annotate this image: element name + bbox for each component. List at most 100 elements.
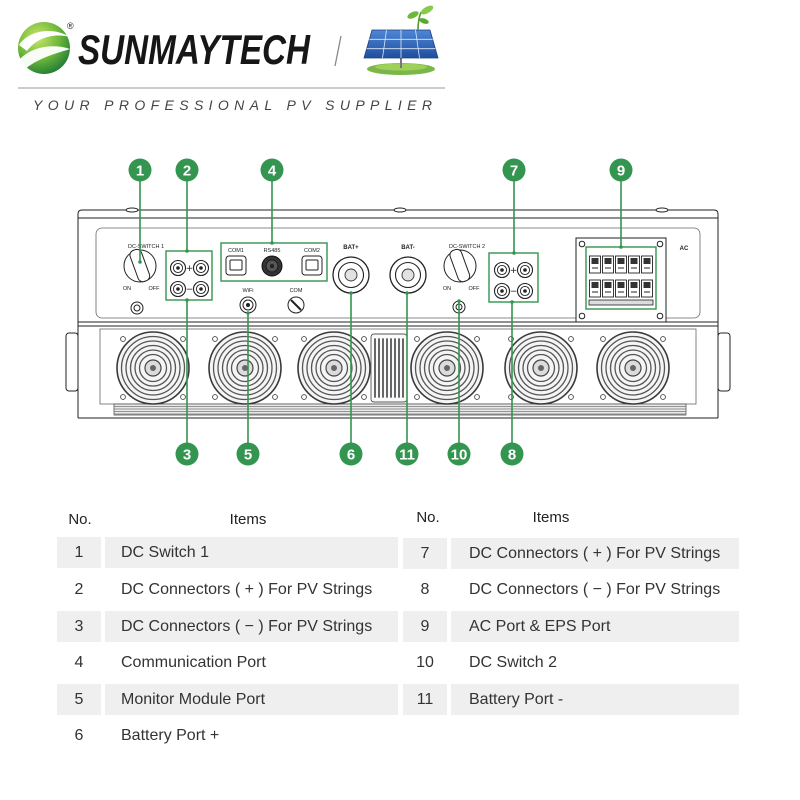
table-row: 8 DC Connectors ( − ) For PV Strings <box>403 574 739 605</box>
row-item: Battery Port + <box>121 727 220 744</box>
cooling-fan-icon <box>116 331 190 405</box>
vent-plug-left <box>130 301 144 315</box>
separator-slash <box>334 35 342 67</box>
row-item: DC Connectors ( − ) For PV Strings <box>469 581 721 598</box>
callout-number: 11 <box>399 447 415 464</box>
table-row: 4 Communication Port <box>57 647 398 678</box>
cooling-fan-icon <box>596 331 670 405</box>
row-number: 8 <box>420 581 430 598</box>
table-row: 10 DC Switch 2 <box>403 647 739 678</box>
registered-mark: ® <box>67 21 74 31</box>
inverter-body <box>65 207 731 419</box>
dc-switch-1: DC-SWITCH 1 ON OFF <box>123 244 164 292</box>
row-number: 6 <box>74 727 84 744</box>
row-number: 1 <box>57 537 101 568</box>
callout-9: 9 <box>609 158 633 249</box>
brand-name: SUNMAYTECH <box>78 26 311 73</box>
row-number: 7 <box>403 538 447 569</box>
callout-number: 4 <box>268 163 277 180</box>
cooling-fan-icon <box>410 331 484 405</box>
bat-plus-label: BAT+ <box>343 245 359 251</box>
communication-ports: COM1 RS485 COM2 <box>220 242 328 282</box>
row-item: Battery Port - <box>451 684 739 715</box>
pv-positive-symbol: + <box>186 264 194 274</box>
row-number: 3 <box>57 611 101 642</box>
row-item: DC Connectors ( − ) For PV Strings <box>105 611 398 642</box>
row-item: Communication Port <box>121 654 266 671</box>
cooling-fan-icon <box>504 331 578 405</box>
com2-label: COM2 <box>304 248 320 254</box>
callout-number: 10 <box>451 447 468 464</box>
com-label: COM <box>290 288 303 294</box>
row-item: AC Port & EPS Port <box>451 611 739 642</box>
row-item: Monitor Module Port <box>105 684 398 715</box>
battery-port-positive: BAT+ <box>332 245 370 294</box>
brand-tagline: YOUR PROFESSIONAL PV SUPPLIER <box>33 97 432 113</box>
side-flange-left <box>65 332 79 392</box>
dc-switch-1-on-label: ON <box>123 286 131 292</box>
side-flange-right <box>717 332 731 392</box>
callout-number: 5 <box>244 447 252 464</box>
callout-number: 9 <box>617 163 625 180</box>
pv-negative-symbol: − <box>510 287 518 297</box>
row-number: 9 <box>403 611 447 642</box>
row-number: 4 <box>74 654 84 671</box>
pv-connectors-left: + − <box>165 250 213 301</box>
row-item: DC Switch 1 <box>105 537 398 568</box>
battery-port-negative: BAT- <box>389 245 427 294</box>
callout-8: 8 <box>500 300 524 466</box>
green-sphere-logo-icon <box>18 22 70 74</box>
callout-number: 6 <box>347 447 355 464</box>
callout-4: 4 <box>260 158 284 245</box>
bat-minus-label: BAT- <box>401 245 415 251</box>
table-row: 5 Monitor Module Port <box>57 684 398 715</box>
row-number: 2 <box>74 581 84 598</box>
dc-switch-1-label: DC-SWITCH 1 <box>128 244 164 250</box>
solar-panel-icon <box>363 5 439 75</box>
callout-10: 10 <box>447 299 471 466</box>
row-number: 11 <box>403 684 447 715</box>
wifi-port: WiFi <box>239 288 257 314</box>
dc-switch-2-label: DC-SWITCH 2 <box>449 244 485 250</box>
callout-number: 7 <box>510 163 518 180</box>
table-row: 3 DC Connectors ( − ) For PV Strings <box>57 611 398 642</box>
pv-negative-symbol: − <box>186 285 194 295</box>
callout-number: 8 <box>508 447 516 464</box>
ac-eps-port: AC <box>575 237 689 323</box>
com-port: COM <box>287 288 305 314</box>
table-header-no: No. <box>416 509 440 526</box>
pv-positive-symbol: + <box>510 266 518 276</box>
row-number: 5 <box>57 684 101 715</box>
callout-number: 1 <box>136 163 144 180</box>
cooling-fan-icon <box>297 331 371 405</box>
rs485-label: RS485 <box>264 248 281 254</box>
dc-switch-1-off-label: OFF <box>149 286 161 292</box>
callout-number: 2 <box>183 163 191 180</box>
fan-section <box>116 331 670 405</box>
table-row: 9 AC Port & EPS Port <box>403 611 739 642</box>
product-diagram: ® SUNMAYTECH YOUR PROFESSIONAL PV SUPPLI… <box>18 5 731 466</box>
callout-2: 2 <box>175 158 199 253</box>
row-number: 10 <box>416 654 434 671</box>
table-header-items: Items <box>229 511 267 528</box>
table-row: 11 Battery Port - <box>403 684 739 715</box>
table-header-items: Items <box>532 509 570 526</box>
row-item: DC Switch 2 <box>469 654 558 671</box>
table-row: 1 DC Switch 1 <box>57 537 398 568</box>
table-row: 6 Battery Port + <box>57 720 398 751</box>
dc-switch-2: DC-SWITCH 2 ON OFF <box>443 244 485 292</box>
callout-6: 6 <box>339 291 363 466</box>
dc-switch-2-on-label: ON <box>443 286 451 292</box>
table-header-no: No. <box>68 511 92 528</box>
callout-11: 11 <box>395 291 419 466</box>
brand-header: ® SUNMAYTECH YOUR PROFESSIONAL PV SUPPLI… <box>18 5 445 113</box>
vent-grill <box>370 333 408 403</box>
pv-connectors-right: + − <box>488 252 539 303</box>
dc-switch-2-off-label: OFF <box>469 286 481 292</box>
callout-number: 3 <box>183 447 191 464</box>
com1-label: COM1 <box>228 248 244 254</box>
callout-7: 7 <box>502 158 526 255</box>
callout-1: 1 <box>128 158 152 264</box>
table-row: 7 DC Connectors ( + ) For PV Strings <box>403 538 739 569</box>
